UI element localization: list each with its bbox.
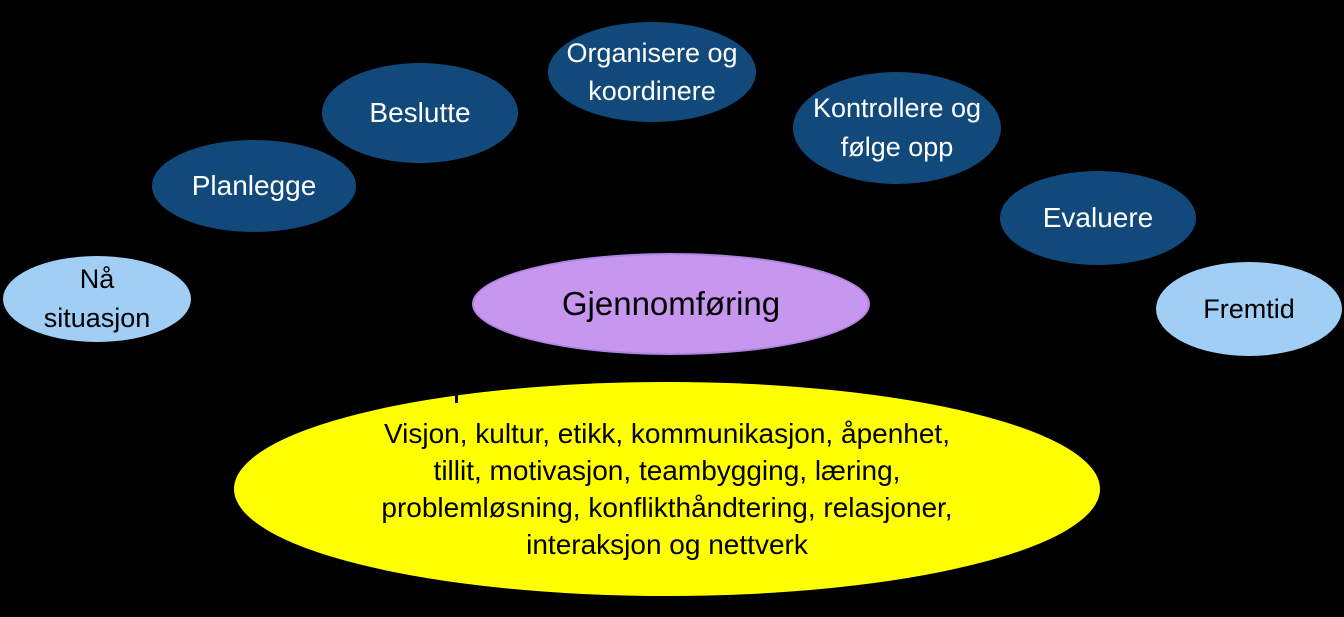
node-relasjonsprosesser: Visjon, kultur, etikk, kommunikasjon, åp…	[234, 382, 1100, 596]
node-beslutte: Beslutte	[322, 63, 518, 163]
node-organisere-koordinere-label: Organisere og koordinere	[566, 38, 738, 106]
node-beslutte-label: Beslutte	[369, 97, 471, 128]
node-na-situasjon: Nå situasjon	[3, 256, 191, 342]
node-kontrollere-folge-opp: Kontrollere og følge opp	[793, 72, 1001, 184]
node-kontrollere-folge-opp-label: Kontrollere og følge opp	[812, 93, 982, 162]
node-fremtid: Fremtid	[1156, 262, 1342, 356]
node-gjennomforing: Gjennomføring	[472, 253, 870, 355]
node-fremtid-label: Fremtid	[1203, 293, 1295, 324]
node-gjennomforing-label: Gjennomføring	[561, 285, 781, 322]
node-organisere-koordinere: Organisere og koordinere	[548, 22, 756, 122]
node-planlegge-label: Planlegge	[191, 170, 317, 201]
node-evaluere-label: Evaluere	[1042, 202, 1154, 233]
node-relasjonsprosesser-label: Visjon, kultur, etikk, kommunikasjon, åp…	[381, 418, 953, 560]
node-evaluere: Evaluere	[1000, 171, 1196, 265]
node-na-situasjon-label: Nå situasjon	[43, 264, 151, 333]
node-planlegge: Planlegge	[152, 140, 356, 232]
arrow-remnant-mark	[455, 390, 458, 403]
